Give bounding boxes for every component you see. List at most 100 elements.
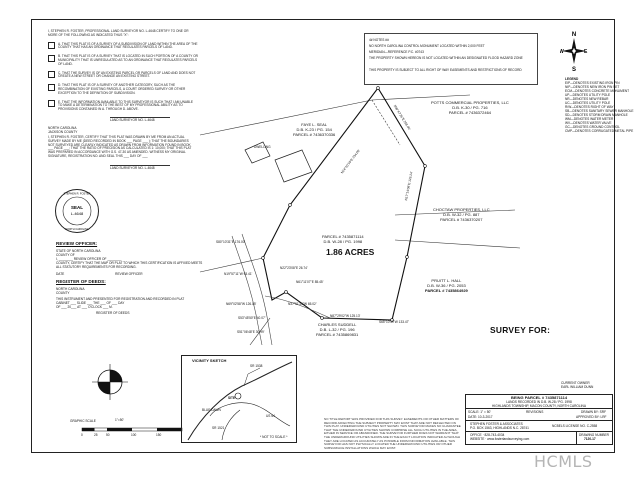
- bearing-label: N22°23'08"E 26.74': [280, 266, 308, 270]
- corner-pin: [288, 203, 292, 207]
- checkbox-b: [48, 54, 55, 62]
- legend-item: WV—DENOTES WATER VALVE: [565, 121, 612, 125]
- graphic-scale-label: GRAPHIC SCALE: [70, 419, 96, 423]
- surveyor-sign-line: LAND SURVEYOR NO. L-4648: [110, 116, 170, 122]
- tb-drawing-number: 7120-17: [584, 437, 596, 441]
- adjoiner-line: [394, 239, 521, 249]
- drawing-sheet: [31, 19, 615, 453]
- adjoiner-line: [199, 99, 373, 136]
- legend-item: SB—DENOTES SANITARY SEWER MANHOLE: [565, 109, 634, 113]
- north-arrow-icon: N S W E: [560, 32, 588, 72]
- cert-item-d: D. THAT THIS PLAT IS OF A SURVEY OF ANOT…: [48, 83, 198, 95]
- legend-item: CMP—DENOTES CORRUGATED METAL PIPE: [565, 129, 634, 133]
- charles-parcel-label: CHARLES SUDDELL D.B. L-32 / PG. 196 PARC…: [316, 322, 359, 337]
- corner-pin: [390, 318, 394, 322]
- adjoiner-line: [371, 94, 471, 101]
- vicinity-map: [187, 361, 293, 441]
- legend-item: EIP—DENOTES EXISTING IRON PIN: [565, 81, 620, 85]
- road-edge: [241, 233, 273, 346]
- corner-pin: [423, 164, 427, 168]
- tb-address: P.O. BOX 1563, HIGHLANDS N.C. 28741: [470, 426, 529, 430]
- surveyor-certification: I, STEPHEN R. FOSTER, PROFESSIONAL LAND …: [48, 29, 198, 170]
- driveway-edge: [264, 295, 331, 319]
- surveyor-intro: I, STEPHEN R. FOSTER, PROFESSIONAL LAND …: [48, 29, 189, 37]
- adjoiner-line: [199, 257, 264, 273]
- legend: LEGEND EIP—DENOTES EXISTING IRON PIN NIP…: [565, 77, 634, 133]
- vicinity-road: SR 1538: [250, 364, 263, 368]
- bearing-label: N69°02'58"W 126.05': [226, 302, 257, 306]
- cert-statement: I, STEPHEN R. FOSTER, CERTIFY THAT THIS …: [48, 134, 192, 158]
- vicinity-site: SITE: [228, 396, 236, 400]
- dwelling-shape: [244, 141, 271, 164]
- tb-checked: APPROVED BY: LRF: [576, 415, 607, 419]
- register-of-deeds-block: REGISTER OF DEEDS: NORTH CAROLINA COUNTY…: [56, 279, 185, 315]
- graphic-scale-bar: [81, 427, 183, 432]
- faye-parcel-label: FAYE L. SEAL D.B. K-23 / PG. 154 PARCEL …: [293, 122, 336, 137]
- surveyor-seal: SEAL L-4648 STEPHEN R. FOSTER NORTH CARO…: [55, 189, 99, 233]
- vicinity-road: US 64: [266, 414, 275, 418]
- vicinity-sketch: VICINITY SKETCH SITE SR 1538 BLUE DAWN U…: [181, 355, 297, 443]
- bearing-label: N19°57'11"W 93.41': [224, 272, 253, 276]
- disclaimer-text: NO TITLE REPORT WAS PROVIDED FOR THIS SU…: [324, 417, 461, 450]
- compass-s: S: [572, 67, 576, 72]
- potts-parcel-label: POTTS COMMERCIAL PROPERTIES, LLC D.B. K-…: [431, 100, 509, 115]
- adjoiner-line: [249, 317, 271, 346]
- cert-item-b: B. THAT THIS PLAT IS OF A SURVEY THAT IS…: [48, 54, 198, 66]
- bearing-label: S65°10'49"W 133.47': [379, 320, 410, 324]
- tb-office: OFFICE · 828-743-4034: [470, 433, 505, 437]
- notes-title: 4# NOTES ##: [369, 38, 389, 42]
- tb-license: NCBELS LICENSE NO. C-2558: [552, 424, 598, 428]
- legend-item: SD—DENOTES STORM DRAIN MANHOLE: [565, 113, 628, 117]
- pruitt-parcel-label: PRUITT L. HALL D.B. W-36 / PG. 2053 PARC…: [425, 278, 468, 293]
- bearing-label: S51°06'48"E 30.99': [237, 330, 265, 334]
- choctaw-parcel-label: CHOCTAW PROPERTIES, LLC D.B. W-32 / PG. …: [433, 207, 490, 222]
- bearing-label: N87°29'02"W 125.13': [330, 314, 361, 318]
- cert-item-c: C. THAT THE SURVEY IS OF AN EXISTING PAR…: [48, 71, 198, 80]
- seal-state: NORTH CAROLINA: [65, 227, 88, 231]
- legend-item: ECM—DENOTES CONCRETE MONUMENT: [565, 89, 630, 93]
- seal-label: SEAL: [71, 205, 83, 210]
- tb-scale: SCALE: 1" = 50': [468, 410, 491, 414]
- register-title: REGISTER OF DEEDS:: [56, 279, 106, 284]
- checkbox-e: [48, 100, 55, 108]
- legend-item: NR—DENOTES NEW REBAR: [565, 97, 609, 101]
- tb-drawn: DRAWN BY: SRF: [581, 410, 607, 414]
- legend-title: LEGEND: [565, 77, 579, 81]
- vicinity-road: BLUE DAWN: [202, 408, 221, 412]
- cert-item-a: A. THAT THIS PLAT IS OF A SURVEY OF A SU…: [48, 42, 198, 51]
- legend-item: UC—DENOTES UTILITY POLE: [565, 101, 611, 105]
- current-owner: CURRENT OWNER EARL WILLIAM DUNN: [561, 381, 593, 389]
- review-officer-title: REVIEW OFFICER:: [56, 241, 98, 246]
- owner-name: EARL WILLIAM DUNN: [561, 385, 594, 389]
- tb-revisions: REVISIONS: [526, 410, 544, 414]
- garage-shape: [274, 149, 313, 183]
- legend-item: GC—DENOTES GROUND CONTROL: [565, 125, 620, 129]
- subject-boundary: [262, 87, 426, 321]
- seal-name: STEPHEN R. FOSTER: [64, 192, 91, 196]
- corner-pin: [261, 256, 265, 260]
- cert-item-e: E. THAT THE INFORMATION AVAILABLE TO THI…: [48, 100, 198, 112]
- bearing-label: N37°51'33"W 65.02': [288, 302, 317, 306]
- tb-firm: STEPHEN FOSTER & ASSOCIATES: [470, 422, 523, 426]
- acreage-label: 1.86 ACRES: [326, 247, 375, 257]
- legend-item: R/W—DENOTES RIGHT OF WAY: [565, 105, 614, 109]
- road-edge: [231, 235, 263, 346]
- survey-for-heading: SURVEY FOR:: [490, 325, 551, 335]
- corner-pin: [405, 255, 409, 259]
- legend-item: NIP—DENOTES NEW IRON PIN SET: [565, 85, 620, 89]
- checkbox-a: [48, 42, 55, 50]
- cert-state: NORTH CAROLINA: [48, 125, 77, 130]
- compass-n: N: [572, 32, 576, 38]
- bearing-label: S80°10'31"E 176.00': [216, 240, 246, 244]
- benchmark-icon: [92, 364, 128, 400]
- corner-pin: [320, 316, 324, 320]
- vicinity-title: VICINITY SKETCH: [192, 358, 227, 363]
- dwelling-label: DWELLING: [254, 145, 271, 149]
- corner-pin: [376, 86, 380, 90]
- tb-website: WEBSITE · www.fosterlandsurveying.com: [470, 437, 530, 441]
- title-block: BEING PARCEL # 7435871114 LANDS RECORDED…: [465, 394, 613, 445]
- compass-w: W: [560, 49, 564, 55]
- notes-box: 4# NOTES ## NO NORTH CAROLINA CONTROL MO…: [364, 33, 538, 85]
- cert-county: JACKSON COUNTY: [48, 129, 78, 134]
